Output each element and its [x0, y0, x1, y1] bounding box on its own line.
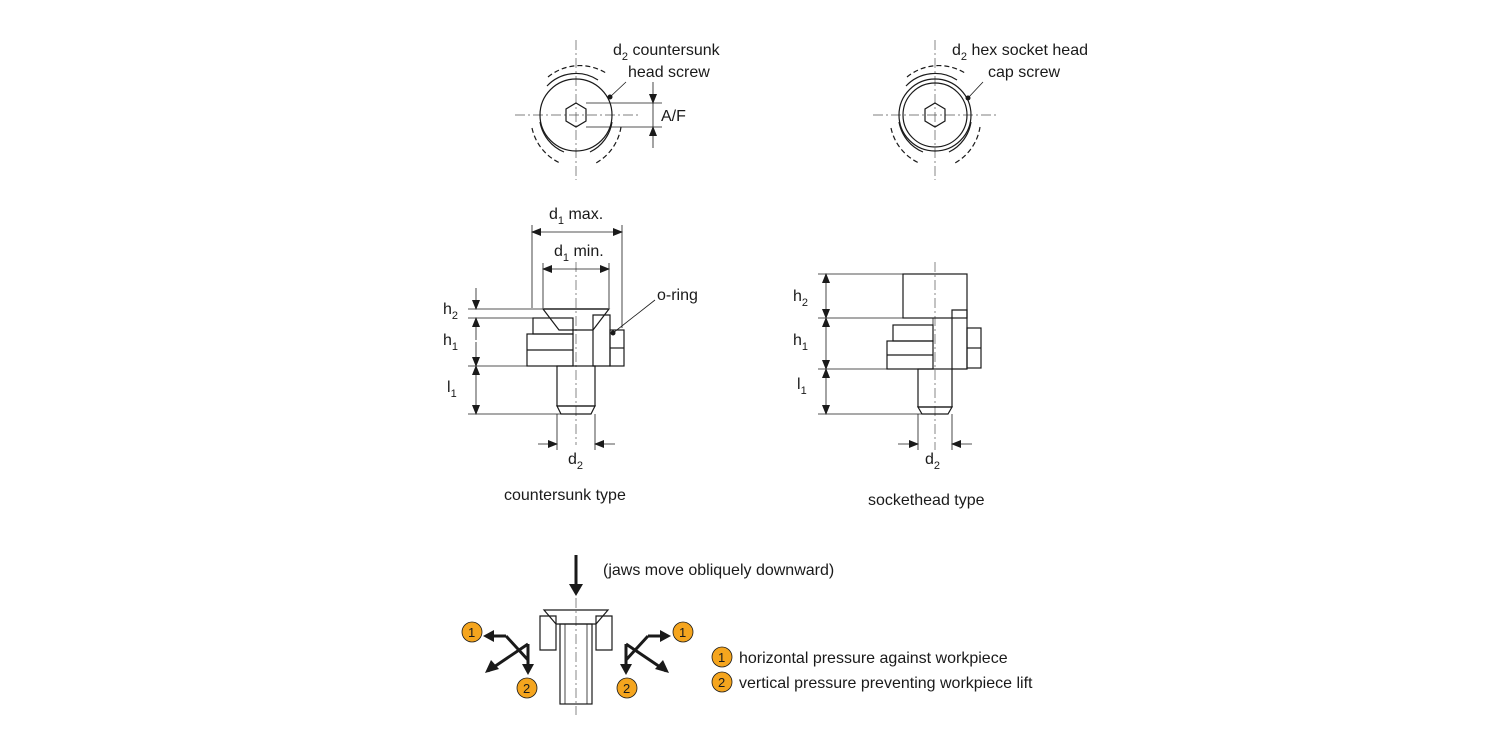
- d1-min-label: d1 min.: [554, 243, 604, 264]
- h1-label: h1: [443, 332, 458, 353]
- legend-item-2: 2 vertical pressure preventing workpiece…: [711, 671, 1033, 693]
- sockethead-caption: sockethead type: [868, 492, 985, 509]
- top-view-sockethead: d2 hex socket head cap screw: [873, 40, 1088, 180]
- badge-1-left: 1: [461, 621, 483, 643]
- motion-note: (jaws move obliquely downward): [603, 562, 834, 579]
- d2-label: d2: [925, 451, 940, 472]
- svg-text:1: 1: [679, 625, 686, 640]
- svg-text:2: 2: [623, 681, 630, 696]
- d2-label: d2: [568, 451, 583, 472]
- side-view-sockethead: h2 h1 l1 d2 sockethead type: [793, 262, 985, 509]
- badge-2-right: 2: [616, 677, 638, 699]
- h2-label: h2: [443, 301, 458, 322]
- af-label: A/F: [661, 108, 686, 125]
- countersunk-caption: countersunk type: [504, 487, 626, 504]
- hex-socket-icon: [924, 102, 946, 128]
- top-view-countersunk: A/F d2 countersunk head screw: [515, 40, 721, 180]
- svg-text:1: 1: [718, 650, 725, 665]
- badge-2-left: 2: [516, 677, 538, 699]
- d1-max-label: d1 max.: [549, 206, 603, 227]
- down-arrow-icon: [569, 584, 583, 596]
- l1-label: l1: [797, 376, 807, 397]
- svg-text:2: 2: [523, 681, 530, 696]
- countersunk-screw-label-line2: head screw: [628, 64, 710, 81]
- oring-label: o-ring: [657, 287, 698, 304]
- hex-socket-icon: [565, 102, 587, 128]
- l1-label: l1: [447, 379, 457, 400]
- legend-item-1: 1 horizontal pressure against workpiece: [711, 646, 1008, 668]
- h2-label: h2: [793, 288, 808, 309]
- countersunk-screw-label: d2 countersunk: [613, 42, 721, 63]
- legend-text-1: horizontal pressure against workpiece: [739, 650, 1008, 667]
- legend-text-2: vertical pressure preventing workpiece l…: [739, 675, 1033, 692]
- force-diagram: (jaws move obliquely downward) 1 1: [461, 555, 1033, 715]
- h1-label: h1: [793, 332, 808, 353]
- svg-text:1: 1: [468, 625, 475, 640]
- sockethead-screw-label: d2 hex socket head: [952, 42, 1088, 63]
- svg-text:2: 2: [718, 675, 725, 690]
- side-view-countersunk: o-ring d1 max. d1 min. h2 h1 l1: [443, 206, 698, 504]
- sockethead-screw-label-line2: cap screw: [988, 64, 1060, 81]
- badge-1-right: 1: [672, 621, 694, 643]
